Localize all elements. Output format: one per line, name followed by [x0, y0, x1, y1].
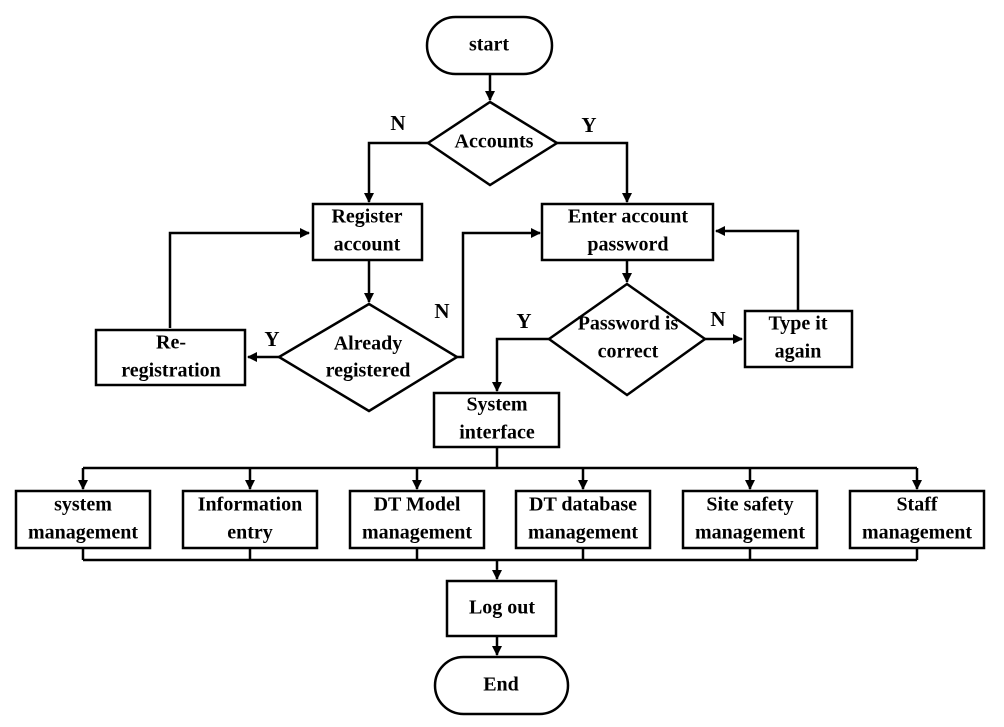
log-out-box: Log out [445, 579, 558, 638]
already-registered-label-line-1: Already [334, 333, 403, 355]
module-information-entry: Information entry [181, 489, 319, 550]
password-correct-decision: Password is correct [546, 282, 708, 397]
module-2-label-line-1: Information [198, 494, 302, 516]
connectors [78, 74, 922, 656]
arrow-password-yes-to-system-interface [492, 337, 549, 392]
module-6-label-line-2: management [862, 522, 972, 544]
module-5-label-line-2: management [695, 522, 805, 544]
log-out-label: Log out [469, 597, 535, 619]
arrow-accounts-yes-to-enter-password [557, 141, 632, 203]
already-registered-label-line-2: registered [326, 360, 411, 382]
accounts-label: Accounts [455, 131, 534, 153]
module-site-safety-management: Site safety management [681, 489, 819, 550]
start-node: start [425, 15, 554, 76]
password-correct-label-line-2: correct [598, 341, 659, 363]
start-label: start [469, 34, 509, 56]
enter-account-password-box: Enter account password [540, 202, 715, 262]
system-interface-label-line-1: System [466, 394, 527, 416]
end-label: End [483, 674, 519, 696]
password-yes-label: Y [516, 309, 531, 333]
type-it-again-label-line-1: Type it [768, 313, 827, 335]
module-2-label-line-2: entry [227, 522, 273, 544]
type-it-again-label-line-2: again [775, 341, 822, 363]
re-registration-label-line-2: registration [121, 360, 221, 382]
system-interface-label-line-2: interface [459, 422, 535, 444]
enter-account-password-label-line-2: password [587, 234, 668, 256]
module-staff-management: Staff management [848, 489, 986, 550]
branch-labels: N Y Y N Y N [264, 111, 725, 351]
arrow-reregistration-to-register [168, 228, 310, 328]
already-registered-decision: Already registered [276, 302, 460, 413]
re-registration-box: Re- registration [94, 328, 247, 387]
arrow-already-registered-no-to-enter-password [457, 228, 541, 359]
register-account-label-line-1: Register [331, 206, 402, 228]
already-registered-no-label: N [434, 299, 449, 323]
module-dt-model-management: DT Model management [348, 489, 486, 550]
type-it-again-box: Type it again [743, 309, 854, 369]
already-registered-yes-label: Y [264, 327, 279, 351]
accounts-yes-label: Y [581, 113, 596, 137]
accounts-decision: Accounts [425, 100, 560, 187]
module-1-label-line-2: management [28, 522, 138, 544]
system-interface-box: System interface [432, 391, 561, 449]
module-3-label-line-1: DT Model [374, 494, 461, 516]
arrow-type-again-to-enter-password [715, 226, 800, 310]
module-dt-database-management: DT database management [514, 489, 652, 550]
password-no-label: N [710, 307, 725, 331]
register-account-label-line-2: account [334, 234, 401, 256]
end-node: End [433, 655, 570, 716]
accounts-no-label: N [390, 111, 405, 135]
module-1-label-line-1: system [54, 494, 112, 516]
arrow-accounts-no-to-register [364, 141, 428, 203]
register-account-box: Register account [311, 202, 424, 262]
enter-account-password-label-line-1: Enter account [568, 206, 689, 228]
module-5-label-line-1: Site safety [706, 494, 793, 516]
module-4-label-line-2: management [528, 522, 638, 544]
password-correct-label-line-1: Password is [578, 313, 679, 335]
module-3-label-line-2: management [362, 522, 472, 544]
module-system-management: system management [14, 489, 152, 550]
module-6-label-line-1: Staff [896, 494, 937, 516]
module-4-label-line-1: DT database [529, 494, 637, 516]
re-registration-label-line-1: Re- [156, 332, 186, 354]
